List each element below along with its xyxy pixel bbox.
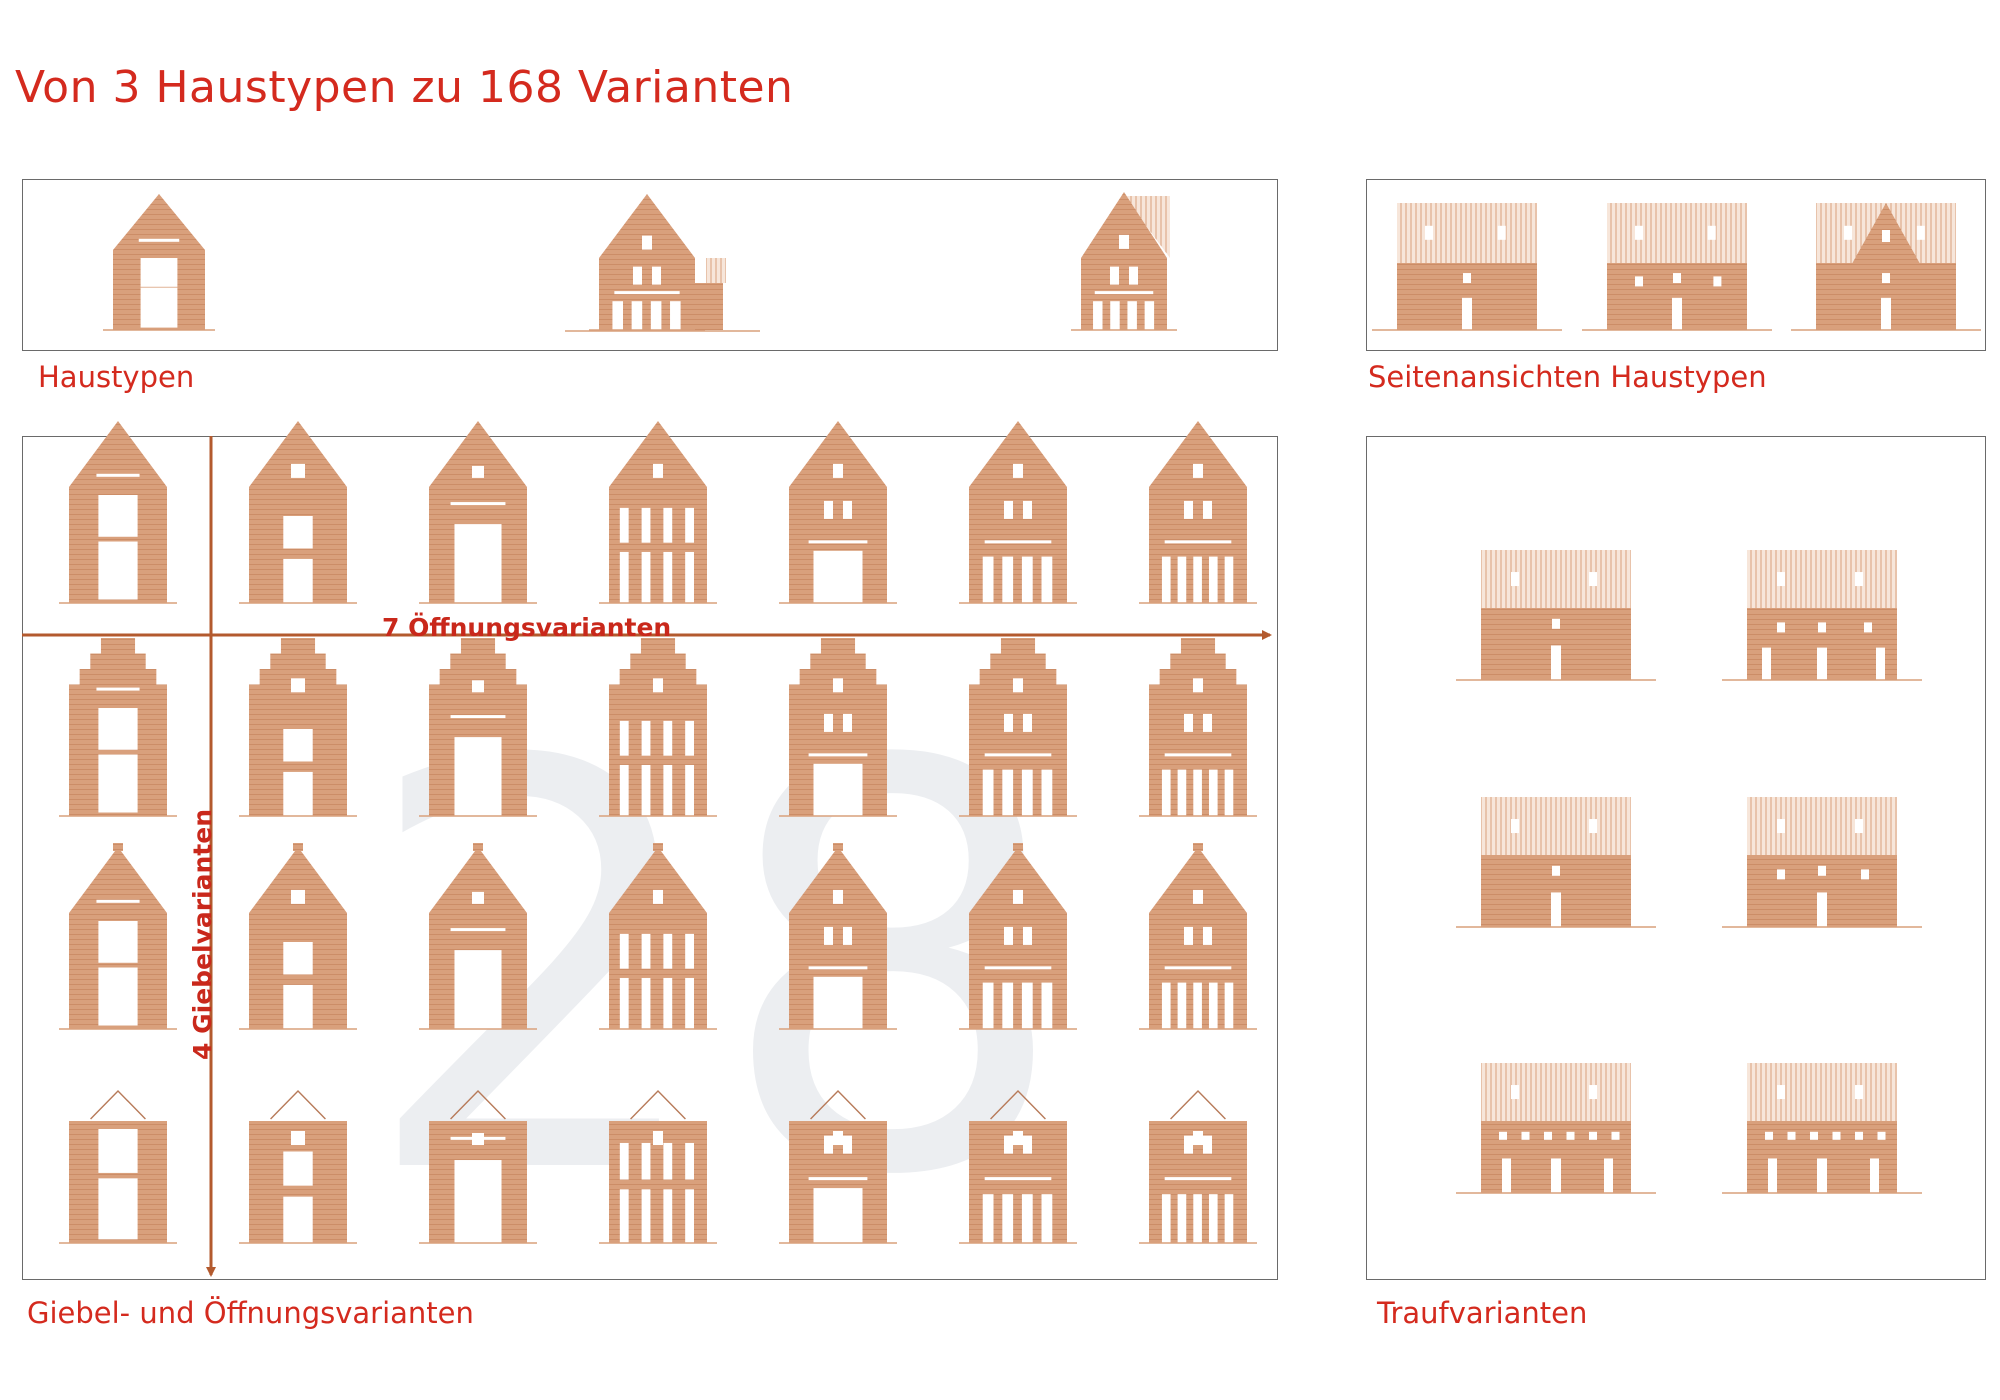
- house-type-3: [1071, 192, 1177, 331]
- eaves-variant-5: [1456, 1063, 1656, 1194]
- eaves-variant-6: [1722, 1063, 1922, 1194]
- matrix-house-r2-c1: [59, 638, 177, 817]
- matrix-house-r3-c4: [599, 843, 717, 1030]
- matrix-house-r1-c4: [599, 421, 717, 604]
- eaves-variant-1: [1456, 550, 1656, 681]
- house-type-2: [589, 194, 705, 331]
- matrix-house-r4-c1: [59, 1089, 177, 1244]
- matrix-house-r3-c3: [419, 843, 537, 1030]
- eaves-variant-4: [1722, 797, 1922, 928]
- caption-giebel-oeffnung: Giebel- und Öffnungsvarianten: [27, 1296, 474, 1330]
- matrix-house-r4-c5: [779, 1089, 897, 1244]
- house-type-2-annex: [565, 258, 760, 332]
- matrix-house-r2-c7: [1139, 638, 1257, 817]
- side-view-2: [1582, 203, 1772, 331]
- matrix-house-r1-c5: [779, 421, 897, 604]
- vertical-axis-label: 4 Giebelvarianten: [188, 809, 217, 1060]
- eaves-variant-3: [1456, 797, 1656, 928]
- matrix-house-r2-c2: [239, 638, 357, 817]
- house-type-1: [103, 194, 215, 331]
- side-view-3: [1791, 203, 1981, 331]
- page-title: Von 3 Haustypen zu 168 Varianten: [15, 62, 794, 113]
- matrix-house-r2-c3: [419, 638, 537, 817]
- horizontal-axis-label: 7 Öffnungsvarianten: [382, 612, 671, 642]
- matrix-house-r1-c3: [419, 421, 537, 604]
- matrix-house-r4-c4: [599, 1089, 717, 1244]
- matrix-house-r2-c4: [599, 638, 717, 817]
- matrix-house-r2-c6: [959, 638, 1077, 817]
- matrix-house-r1-c2: [239, 421, 357, 604]
- matrix-house-r1-c6: [959, 421, 1077, 604]
- side-view-1: [1372, 203, 1562, 331]
- matrix-house-r4-c2: [239, 1089, 357, 1244]
- matrix-house-r3-c1: [59, 843, 177, 1030]
- matrix-house-r4-c7: [1139, 1089, 1257, 1244]
- matrix-house-r2-c5: [779, 638, 897, 817]
- eaves-variant-2: [1722, 550, 1922, 681]
- caption-seitenansichten: Seitenansichten Haustypen: [1368, 360, 1767, 394]
- matrix-house-r3-c5: [779, 843, 897, 1030]
- matrix-house-r3-c6: [959, 843, 1077, 1030]
- caption-traufvarianten: Traufvarianten: [1377, 1296, 1588, 1330]
- matrix-house-r1-c1: [59, 421, 177, 604]
- matrix-house-r3-c2: [239, 843, 357, 1030]
- matrix-house-r4-c3: [419, 1089, 537, 1244]
- matrix-house-r3-c7: [1139, 843, 1257, 1030]
- matrix-house-r4-c6: [959, 1089, 1077, 1244]
- matrix-house-r1-c7: [1139, 421, 1257, 604]
- caption-haustypen: Haustypen: [38, 360, 195, 394]
